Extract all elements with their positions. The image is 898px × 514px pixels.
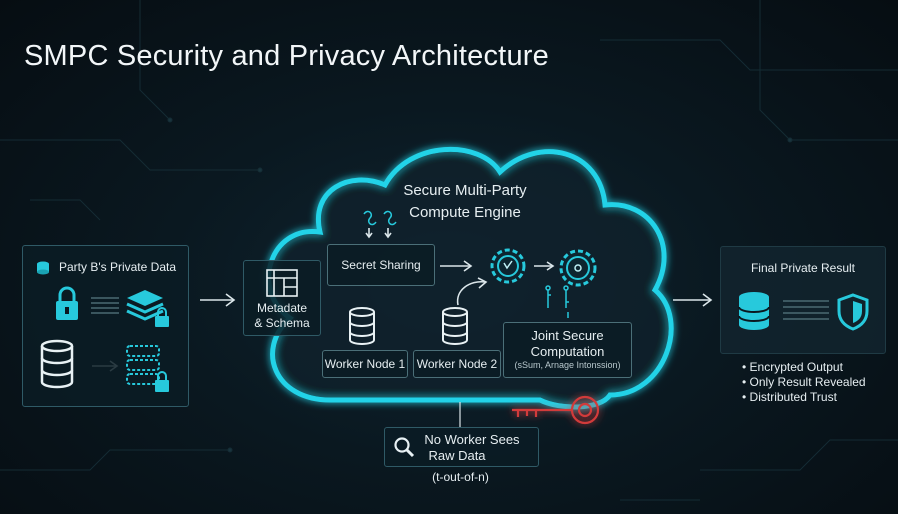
database-icon bbox=[737, 291, 771, 336]
party-data-label: Party B's Private Data bbox=[59, 260, 176, 274]
redacted-lines bbox=[783, 299, 829, 328]
joint-sub-label: (sSum, Arnage Intonssion) bbox=[514, 360, 621, 370]
final-result-title: Final Private Result bbox=[750, 261, 856, 275]
magnifier-icon bbox=[393, 436, 415, 463]
worker-node-icon bbox=[347, 306, 377, 351]
joint-label-1: Joint Secure bbox=[531, 328, 604, 343]
database-icon bbox=[35, 260, 51, 281]
secret-sharing-label: Secret Sharing bbox=[341, 258, 421, 272]
worker-node-1: Worker Node 1 bbox=[322, 350, 408, 378]
circuit-background bbox=[0, 0, 898, 501]
secret-sharing-box: Secret Sharing bbox=[327, 244, 435, 286]
shield-icon bbox=[837, 293, 869, 336]
party-data-panel: Party B's Private Data bbox=[22, 245, 189, 407]
metadata-label-1: Metadate bbox=[256, 301, 308, 315]
result-bullet-2: • Only Result Revealed bbox=[742, 375, 866, 389]
engine-title-2: Compute Engine bbox=[409, 204, 521, 221]
no-worker-label-2: Raw Data bbox=[428, 448, 486, 463]
worker-node-icon bbox=[440, 306, 470, 351]
joint-label-2: Computation bbox=[530, 344, 605, 359]
threshold-note: (t-out-of-n) bbox=[432, 470, 489, 484]
joint-computation-box: Joint Secure Computation (sSum, Arnage I… bbox=[503, 322, 632, 378]
flow-arrows bbox=[92, 228, 713, 372]
schema-icon bbox=[266, 269, 298, 302]
gear-icon bbox=[559, 249, 597, 287]
database-icon bbox=[39, 339, 75, 394]
final-result-panel: Final Private Result bbox=[720, 246, 886, 354]
redacted-lines bbox=[91, 296, 119, 323]
lock-icon bbox=[53, 286, 81, 327]
key-icon bbox=[512, 395, 600, 425]
result-bullet-3: • Distributed Trust bbox=[742, 390, 837, 404]
encrypted-stack-icon bbox=[125, 344, 175, 403]
worker-node-1-label: Worker Node 1 bbox=[324, 357, 406, 371]
worker-node-2: Worker Node 2 bbox=[413, 350, 501, 378]
no-worker-box: No Worker Sees Raw Data bbox=[384, 427, 539, 467]
locked-stack-icon bbox=[125, 286, 175, 335]
engine-title-1: Secure Multi-Party bbox=[403, 182, 527, 199]
worker-node-2-label: Worker Node 2 bbox=[416, 357, 498, 371]
metadata-label-2: & Schema bbox=[254, 316, 310, 330]
result-bullet-1: • Encrypted Output bbox=[742, 360, 843, 374]
no-worker-label-1: No Worker Sees bbox=[424, 432, 520, 447]
gear-icon bbox=[490, 248, 526, 284]
page-title: SMPC Security and Privacy Architecture bbox=[24, 40, 549, 72]
share-icons bbox=[363, 210, 569, 318]
metadata-panel: Metadate & Schema bbox=[243, 260, 321, 336]
